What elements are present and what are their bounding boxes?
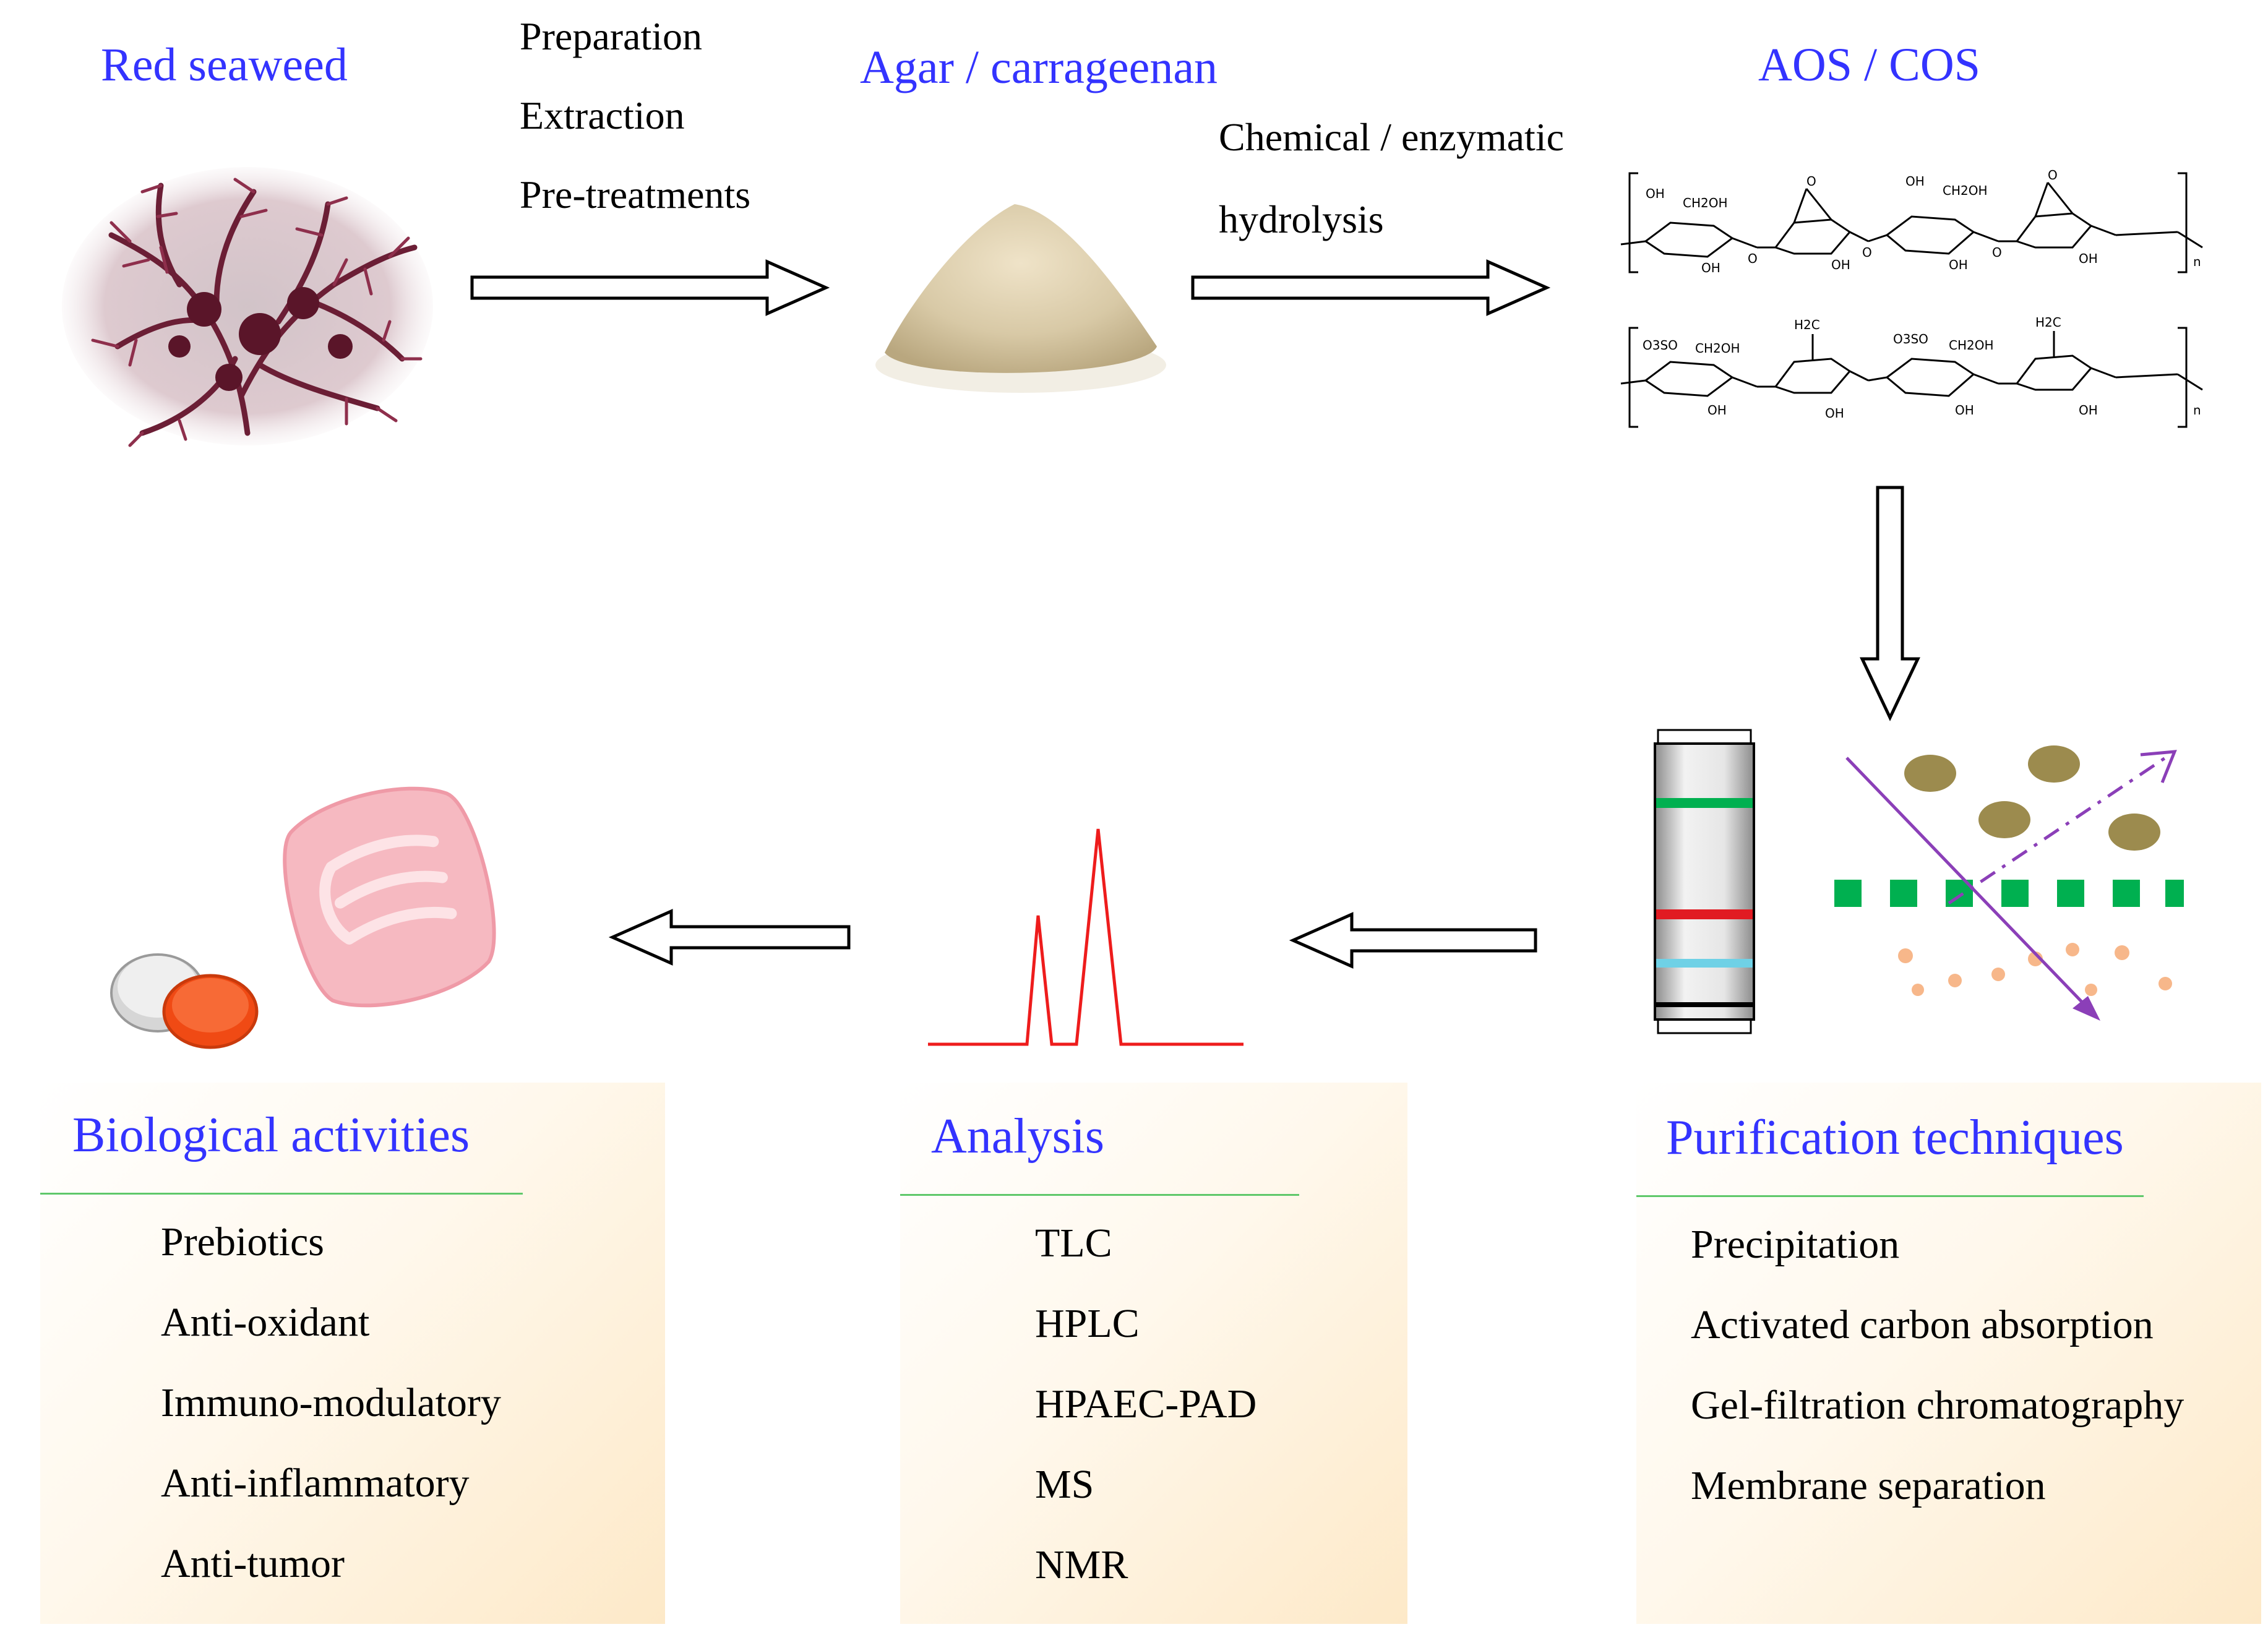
- intestine-icon: [283, 786, 496, 1008]
- purification-item-membrane: Membrane separation: [1691, 1463, 2046, 1508]
- struct-oh-5: OH: [1949, 257, 1968, 272]
- analysis-item-hpaec-pad: HPAEC-PAD: [1035, 1381, 1257, 1427]
- bio-item-immunomodulatory: Immuno-modulatory: [161, 1380, 501, 1425]
- struct-h2c-2: H2C: [2035, 315, 2061, 330]
- analysis-item-nmr: NMR: [1035, 1542, 1128, 1587]
- red-seaweed-label: Red seaweed: [101, 39, 348, 91]
- arrow-left-1: [1289, 912, 1537, 969]
- purification-panel: Purification techniques Precipitation Ac…: [1636, 1083, 2261, 1624]
- chromatogram-icon: [928, 828, 1244, 1046]
- step-hydrolysis: hydrolysis: [1219, 197, 1384, 241]
- analysis-item-ms: MS: [1035, 1462, 1094, 1507]
- aos-structure-icon: OH CH2OH OH O O OH O OH CH2OH OH O O OH …: [1620, 168, 2203, 275]
- struct-oh-4: OH: [1905, 174, 1925, 189]
- struct-oh-2: OH: [1701, 260, 1720, 275]
- arrow-left-2: [608, 909, 851, 966]
- agar-powder-image: [875, 204, 1166, 393]
- struct-ch2oh-1: CH2OH: [1683, 195, 1728, 210]
- purification-rule: [1636, 1195, 2144, 1197]
- analysis-item-tlc: TLC: [1035, 1221, 1112, 1266]
- aos-cos-label: AOS / COS: [1758, 39, 1980, 91]
- struct-h2c-1: H2C: [1794, 317, 1820, 332]
- petri-dish-icon: [110, 953, 259, 1049]
- step-extraction: Extraction: [520, 93, 685, 137]
- arrow-right-1: [470, 259, 830, 316]
- biological-activities-title: Biological activities: [72, 1108, 470, 1162]
- purification-item-precipitation: Precipitation: [1691, 1222, 1900, 1267]
- red-seaweed-image: [62, 167, 433, 447]
- biological-activities-rule: [40, 1193, 523, 1195]
- step-chemical-enzymatic: Chemical / enzymatic: [1219, 115, 1564, 159]
- analysis-rule: [900, 1194, 1299, 1196]
- bio-item-antiinflammatory: Anti-inflammatory: [161, 1461, 470, 1506]
- bio-item-antitumor: Anti-tumor: [161, 1541, 345, 1586]
- struct-oh-7: OH: [1707, 403, 1727, 418]
- analysis-panel: Analysis TLC HPLC HPAEC-PAD MS NMR: [900, 1083, 1407, 1624]
- arrow-down: [1860, 486, 1920, 721]
- purification-title: Purification techniques: [1666, 1110, 2124, 1165]
- cos-structure-icon: O3SO CH2OH OH H2C OH O3SO CH2OH OH H2C O…: [1620, 315, 2203, 428]
- gel-filtration-icon: [1834, 745, 2184, 1021]
- struct-oh-8: OH: [1825, 406, 1844, 421]
- struct-ch2oh-3: CH2OH: [1695, 341, 1740, 356]
- step-pretreatments: Pre-treatments: [520, 173, 751, 217]
- bio-item-prebiotics: Prebiotics: [161, 1219, 324, 1264]
- arrow-right-2: [1191, 259, 1551, 316]
- struct-o-3: O: [1862, 245, 1872, 260]
- analysis-item-hplc: HPLC: [1035, 1301, 1140, 1346]
- purification-item-gel-filtration: Gel-filtration chromatography: [1691, 1383, 2184, 1428]
- struct-oh-1: OH: [1646, 186, 1665, 201]
- struct-oh-10: OH: [2079, 403, 2098, 418]
- struct-o3so-1: O3SO: [1643, 338, 1678, 353]
- struct-o-4: O: [1992, 245, 2002, 260]
- struct-n-2: n: [2193, 403, 2201, 418]
- struct-n-1: n: [2193, 254, 2201, 269]
- chromatography-column-icon: [1654, 729, 1755, 1034]
- struct-o3so-2: O3SO: [1893, 332, 1928, 346]
- biological-activities-panel: Biological activities Prebiotics Anti-ox…: [40, 1083, 665, 1624]
- bio-item-antioxidant: Anti-oxidant: [161, 1300, 370, 1345]
- struct-oh-3: OH: [1831, 257, 1850, 272]
- struct-ch2oh-2: CH2OH: [1943, 183, 1988, 198]
- agar-carrageenan-label: Agar / carrageenan: [860, 41, 1218, 93]
- struct-oh-9: OH: [1955, 403, 1974, 418]
- struct-o-5: O: [2048, 168, 2058, 182]
- struct-oh-6: OH: [2079, 251, 2098, 266]
- struct-o-1: O: [1748, 251, 1758, 266]
- analysis-title: Analysis: [931, 1109, 1104, 1164]
- step-preparation: Preparation: [520, 14, 702, 58]
- struct-ch2oh-4: CH2OH: [1949, 338, 1994, 353]
- purification-item-activated-carbon: Activated carbon absorption: [1691, 1302, 2154, 1347]
- struct-o-2: O: [1806, 174, 1816, 189]
